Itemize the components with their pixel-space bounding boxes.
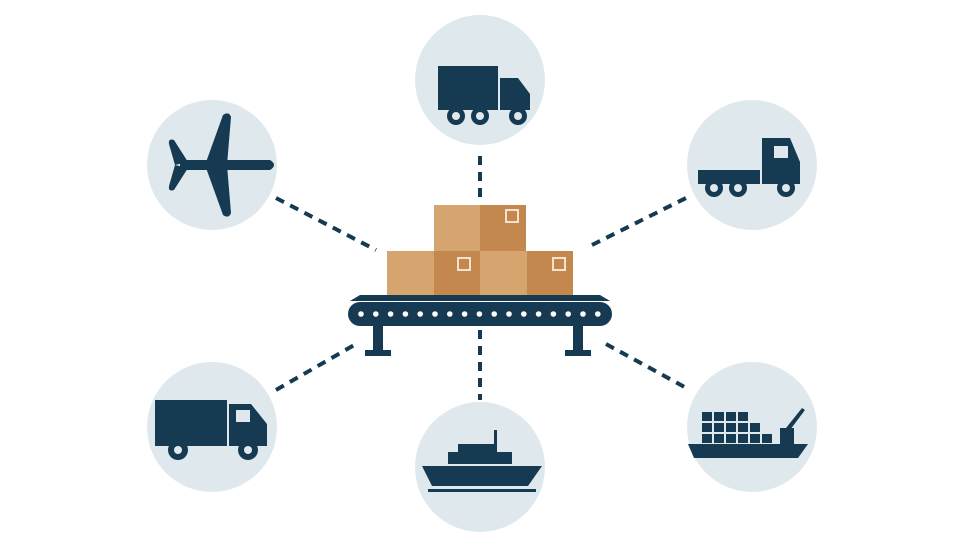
connector-bottom-right (605, 342, 691, 392)
conveyor-roller (373, 311, 379, 317)
cargo-ship-icon (688, 408, 808, 458)
conveyor-roller (358, 311, 364, 317)
conveyor-roller (432, 311, 438, 317)
ship-icon (422, 430, 542, 492)
flatbed-truck-icon (698, 138, 800, 197)
conveyor-roller (550, 311, 557, 317)
airplane-icon (168, 113, 274, 217)
delivery-truck-icon (438, 66, 530, 125)
conveyor-roller (461, 311, 468, 317)
conveyor-roller (595, 311, 601, 317)
conveyor-roller (417, 311, 424, 317)
conveyor-roller (565, 311, 571, 317)
conveyor-roller (535, 311, 542, 317)
conveyor-roller (402, 311, 409, 317)
connector-top-right (591, 194, 691, 247)
conveyor-roller (387, 311, 394, 317)
conveyor-roller (491, 311, 498, 317)
connector-lines (275, 156, 691, 400)
conveyor-roller (447, 311, 453, 317)
box-truck-icon (155, 400, 267, 460)
circle-top-right (687, 100, 817, 230)
conveyor-roller (476, 311, 483, 317)
conveyor-roller (521, 311, 527, 317)
connector-top-left (275, 196, 377, 252)
conveyor-belt-icon (348, 295, 612, 356)
conveyor-roller (580, 311, 586, 317)
conveyor-roller (506, 311, 512, 317)
connector-bottom-left (275, 342, 357, 392)
package-boxes-icon (387, 205, 573, 297)
